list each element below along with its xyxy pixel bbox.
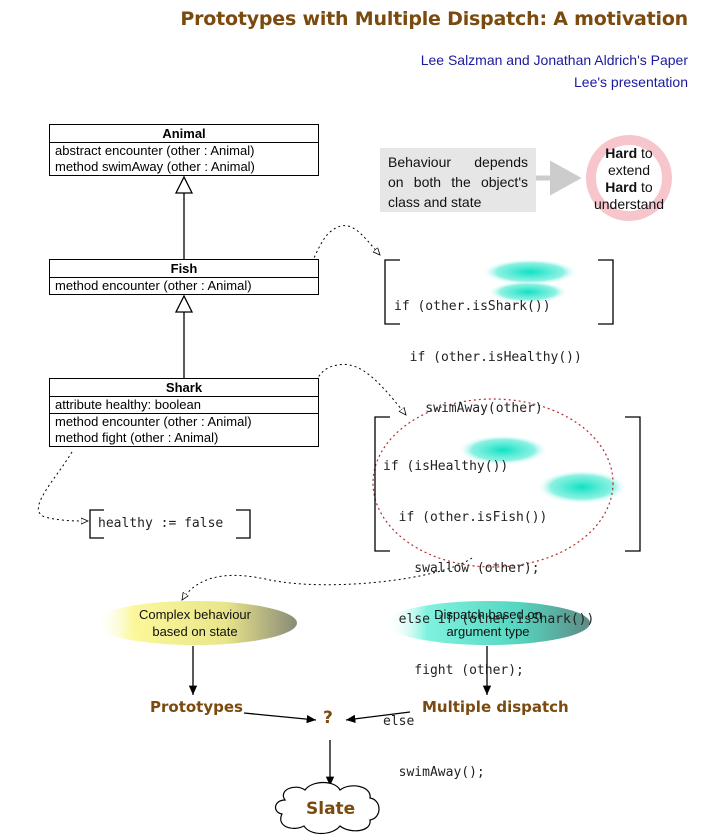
state-bubble-line: Complex behaviour — [138, 607, 251, 622]
prototypes-to-question-arrow — [243, 712, 317, 724]
glow-isHealthy — [488, 281, 568, 303]
dispatch-bubble-shape — [386, 601, 590, 645]
glow-isFish — [458, 435, 548, 465]
fish-class-name: Fish — [50, 260, 318, 278]
code-line: else if (other.isShark()) — [383, 612, 595, 627]
fish-code-bracket-left — [384, 259, 400, 325]
slate-label: Slate — [306, 799, 356, 819]
code-line: if (other.isHealthy()) — [394, 350, 582, 365]
healthy-code-bracket-right — [236, 509, 251, 539]
glow-isShark — [482, 259, 578, 285]
understand-word: understand — [593, 196, 665, 212]
behaviour-note: Behaviour depends on both the object's c… — [380, 148, 536, 212]
state-bubble-line: based on state — [152, 624, 238, 639]
fish-code-bracket-right — [598, 259, 614, 325]
question-mark: ? — [323, 708, 333, 728]
animal-member: abstract encounter (other : Animal) — [55, 143, 255, 158]
shark-code-bracket-right — [625, 416, 641, 552]
state-bubble: Complex behaviour based on state — [105, 606, 285, 640]
animal-member: method swimAway (other : Animal) — [55, 159, 255, 174]
glow-isShark2 — [537, 470, 627, 504]
slate-cloud — [275, 781, 380, 835]
paper-link[interactable]: Lee Salzman and Jonathan Aldrich's Paper — [420, 52, 688, 68]
hard-badge: Hard to extend Hard to understand — [584, 145, 674, 213]
presentation-link[interactable]: Lee's presentation — [574, 74, 688, 90]
shark-inherit-arrow — [174, 294, 194, 313]
healthy-connector — [37, 451, 88, 521]
hard-to-word: to — [637, 145, 653, 161]
hard-to-word: to — [637, 179, 653, 195]
page-title: Prototypes with Multiple Dispatch: A mot… — [180, 8, 688, 30]
shark-class: Shark attribute healthy: boolean method … — [49, 378, 319, 447]
dispatch-bubble: Dispatch based on argument type — [398, 606, 578, 640]
code-line: fight (other); — [383, 663, 524, 678]
fish-code-connector — [291, 225, 380, 291]
prototypes-label: Prototypes — [150, 698, 243, 716]
shark-code-block: if (isHealthy()) if (other.isFish()) swa… — [383, 424, 594, 798]
dispatch-bubble-line: Dispatch based on — [434, 607, 542, 622]
shark-member: method fight (other : Animal) — [55, 430, 219, 445]
hard-badge-ring — [586, 135, 672, 221]
code-line: if (other.isFish()) — [383, 510, 548, 525]
animal-class-name: Animal — [50, 125, 318, 143]
hard-word: Hard — [605, 179, 638, 195]
extend-word: extend — [607, 162, 651, 178]
animal-class: Animal abstract encounter (other : Anima… — [49, 124, 319, 176]
code-line: swimAway(other) — [394, 401, 543, 416]
code-line: if (isHealthy()) — [383, 459, 509, 474]
fish-code-block: if (other.isShark()) if (other.isHealthy… — [394, 264, 582, 434]
fish-member: method encounter (other : Animal) — [55, 278, 252, 293]
hard-word: Hard — [605, 145, 638, 161]
code-line: swimAway(); — [383, 765, 485, 780]
shark-attribute: attribute healthy: boolean — [55, 397, 201, 412]
code-line: swallow (other); — [383, 561, 540, 576]
shark-member: method encounter (other : Animal) — [55, 414, 252, 429]
shark-code-bracket-left — [374, 416, 390, 552]
dispatch-bubble-line: argument type — [446, 624, 530, 639]
shark-class-name: Shark — [50, 379, 318, 397]
code-line: if (other.isShark()) — [394, 299, 551, 314]
healthy-code-bracket-left — [89, 509, 104, 539]
code-line: else — [383, 714, 415, 729]
healthy-code: healthy := false — [98, 516, 224, 531]
state-bubble-shape — [93, 601, 297, 645]
highlight-ellipse — [372, 398, 614, 568]
multiple-to-question-arrow — [345, 711, 411, 723]
fish-inherit-arrow — [174, 175, 194, 194]
fish-class: Fish method encounter (other : Animal) — [49, 259, 319, 295]
multiple-dispatch-label: Multiple dispatch — [422, 698, 569, 716]
